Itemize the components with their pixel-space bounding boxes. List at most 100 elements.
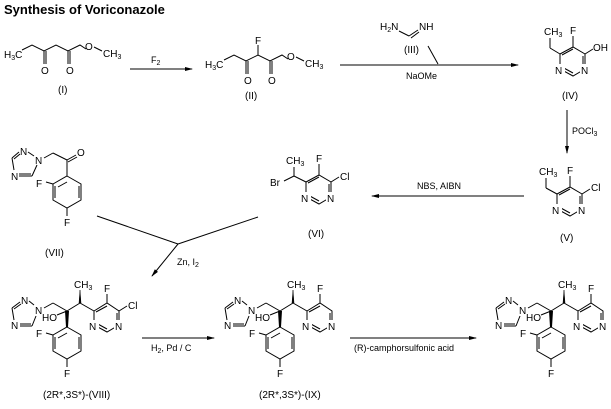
arrow-step3: POCl3 <box>565 110 598 154</box>
atom-h2n: H2N <box>380 22 398 34</box>
atom-f: F <box>277 369 283 380</box>
atom-n: N <box>581 66 588 77</box>
atom-ch3: CH3 <box>305 59 323 71</box>
atom-n: N <box>495 321 502 332</box>
atom-f: F <box>36 329 42 340</box>
compound-IX: N N N HO CH3 F F <box>224 280 337 401</box>
atom-f: F <box>588 284 594 295</box>
atom-n: N <box>302 322 309 333</box>
compound-IV: N N F OH CH3 (IV) <box>544 26 608 102</box>
compound-label-VII: (VII) <box>45 248 64 259</box>
atom-ch3: CH3 <box>103 49 121 61</box>
reagent-camphorsulfonic-acid: (R)-camphorsulfonic acid <box>354 343 454 353</box>
atom-n: N <box>35 156 42 167</box>
atom-ho: HO <box>42 313 57 324</box>
atom-o: O <box>85 42 93 53</box>
compound-II: H3C F O O O CH3 (II) <box>205 36 323 102</box>
reagent-f2: F2 <box>151 55 161 67</box>
scheme-title: Synthesis of Voriconazole <box>4 2 165 17</box>
atom-oh: OH <box>593 43 608 54</box>
atom-n: N <box>578 206 585 217</box>
atom-n: N <box>301 194 308 205</box>
atom-o: O <box>41 66 49 77</box>
arrow-step6: H2, Pd / C <box>142 336 215 355</box>
atom-f: F <box>548 369 554 380</box>
compound-VII: N N N O F F (VII) <box>11 147 85 259</box>
atom-f: F <box>104 284 110 295</box>
atom-n: N <box>505 296 512 307</box>
atom-n: N <box>519 306 526 317</box>
compound-III: H2N NH (III) <box>380 22 439 65</box>
atom-o: O <box>244 76 252 87</box>
atom-ho: HO <box>526 313 541 324</box>
atom-n: N <box>552 206 559 217</box>
atom-cl: Cl <box>128 301 137 312</box>
reagent-h2-pdc: H2, Pd / C <box>151 343 192 355</box>
atom-br: Br <box>270 178 281 189</box>
compound-label-I: (I) <box>58 85 67 96</box>
atom-ch3: CH3 <box>287 280 305 292</box>
atom-f: F <box>249 329 255 340</box>
atom-f: F <box>520 329 526 340</box>
atom-nh: NH <box>419 22 433 33</box>
atom-f: F <box>317 284 323 295</box>
atom-n: N <box>599 322 606 333</box>
atom-o: O <box>77 148 85 159</box>
arrow-step2: NaOMe <box>340 63 519 81</box>
compound-label-IX: (2R*,3S*)-(IX) <box>259 390 321 401</box>
atom-n: N <box>224 321 231 332</box>
atom-f: F <box>64 369 70 380</box>
atom-ch3: CH3 <box>539 167 557 179</box>
reagent-pocl3: POCl3 <box>572 126 598 138</box>
arrow-step7: (R)-camphorsulfonic acid <box>350 336 477 353</box>
atom-o: O <box>66 66 74 77</box>
atom-n: N <box>328 322 335 333</box>
compound-label-VIII: (2R*,3S*)-(VIII) <box>43 390 110 401</box>
atom-n: N <box>35 306 42 317</box>
atom-n: N <box>573 322 580 333</box>
arrow-step5: Zn, I2 <box>96 215 259 277</box>
atom-n: N <box>21 296 28 307</box>
atom-h3c: H3C <box>4 50 22 62</box>
atom-n: N <box>248 306 255 317</box>
atom-h3c: H3C <box>205 60 223 72</box>
compound-label-II: (II) <box>245 91 257 102</box>
atom-f: F <box>36 179 42 190</box>
reagent-naome: NaOMe <box>406 71 437 81</box>
compound-voriconazole: N N N HO CH3 F F <box>495 280 608 380</box>
atom-f: F <box>64 218 70 229</box>
atom-f: F <box>567 166 573 177</box>
atom-n: N <box>20 147 27 158</box>
compound-label-IV: (IV) <box>562 91 578 102</box>
compound-I: H3C O O O CH3 (I) <box>4 42 121 96</box>
compound-label-III: (III) <box>404 45 419 56</box>
atom-n: N <box>115 322 122 333</box>
compound-VI: N N F Cl CH3 Br (VI) <box>270 154 349 240</box>
atom-o: O <box>287 52 295 63</box>
atom-n: N <box>327 194 334 205</box>
atom-n: N <box>11 172 18 183</box>
compound-label-V: (V) <box>560 233 573 244</box>
reagent-nbs-aibn: NBS, AIBN <box>417 181 461 191</box>
atom-ch3: CH3 <box>74 280 92 292</box>
atom-n: N <box>11 321 18 332</box>
atom-n: N <box>89 322 96 333</box>
arrow-step4: NBS, AIBN <box>371 181 524 198</box>
compound-label-VI: (VI) <box>308 229 324 240</box>
atom-cl: Cl <box>340 172 349 183</box>
atom-ch3: CH3 <box>558 280 576 292</box>
atom-n: N <box>234 296 241 307</box>
reagent-zn-i2: Zn, I2 <box>177 257 199 269</box>
arrow-step1: F2 <box>130 55 193 71</box>
atom-cl: Cl <box>591 183 600 194</box>
atom-f: F <box>316 154 322 165</box>
compound-VIII: N N N HO CH3 F F <box>11 280 137 401</box>
atom-f: F <box>255 36 261 47</box>
atom-ch3: CH3 <box>544 27 562 39</box>
compound-V: N N F Cl CH3 (V) <box>539 166 600 244</box>
atom-ch3: CH3 <box>286 156 304 168</box>
atom-n: N <box>555 66 562 77</box>
atom-ho: HO <box>255 313 270 324</box>
